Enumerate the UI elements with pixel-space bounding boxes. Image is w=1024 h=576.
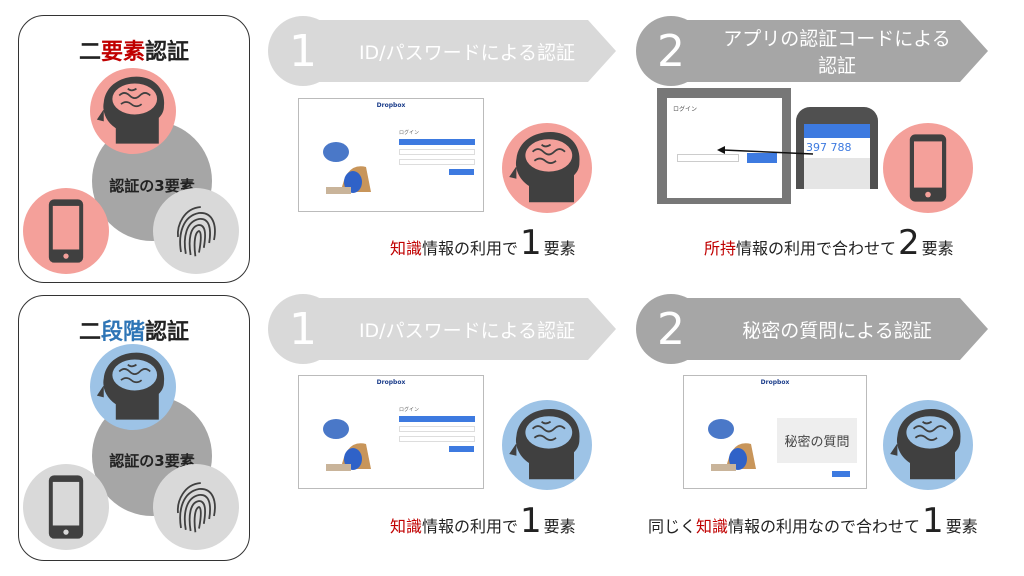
title-part: 認証 [145, 320, 190, 345]
step-2-banner: 2 秘密の質問による認証 [636, 294, 988, 364]
smartphone-icon [907, 133, 949, 203]
step-number: 1 [268, 294, 338, 364]
caption-prefix: 同じく [648, 517, 697, 536]
dropbox-logo: Dropbox [376, 101, 406, 109]
caption-count: 1 [922, 501, 944, 541]
caption-suffix: 要素 [921, 239, 954, 258]
title-highlight: 段階 [100, 320, 145, 345]
caption-text: 情報の利用で [422, 517, 519, 536]
caption-count: 1 [520, 501, 542, 541]
step-1-banner: 1 ID/パスワードによる認証 [268, 294, 616, 364]
login-title: ログイン [399, 130, 420, 136]
two-step-panel: 二段階認証 認証の3要素 [18, 295, 250, 561]
dialog-title: ログイン [673, 106, 698, 113]
caption-text: 情報の利用で [422, 239, 519, 258]
title-highlight: 要素 [100, 40, 145, 65]
caption-highlight: 知識 [390, 517, 423, 536]
caption-suffix: 要素 [543, 239, 576, 258]
knowledge-circle [90, 344, 176, 430]
login-title: ログイン [399, 407, 420, 413]
fingerprint-icon [166, 201, 226, 261]
caption-suffix: 要素 [945, 517, 978, 536]
dropbox-login-screenshot: Dropbox ログイン [298, 98, 484, 212]
step-number: 1 [268, 16, 338, 86]
step-label: ID/パスワードによる認証 [358, 41, 576, 64]
caption-highlight: 所持 [704, 239, 737, 258]
head-brain-icon [90, 68, 176, 154]
title-part: 認証 [145, 40, 190, 65]
smartphone-icon [46, 474, 86, 540]
step-label: 秘密の質問による認証 [742, 319, 932, 342]
caption-text: 情報の利用なので合わせて [728, 517, 921, 536]
dropbox-logo: Dropbox [760, 378, 790, 386]
knowledge-circle [502, 400, 592, 490]
center-label: 認証の3要素 [109, 176, 195, 195]
inherence-circle [153, 188, 239, 274]
secret-question-screenshot: Dropbox 秘密の質問 [683, 375, 867, 489]
two-factor-title: 二要素認証 [19, 34, 249, 66]
step-number: 2 [636, 294, 706, 364]
caption-highlight: 知識 [696, 517, 729, 536]
caption-count: 1 [520, 223, 542, 263]
step-label: ID/パスワードによる認証 [358, 319, 576, 342]
illustration [323, 142, 371, 194]
possession-circle [883, 123, 973, 213]
secret-question-label: 秘密の質問 [777, 418, 857, 463]
center-label: 認証の3要素 [109, 451, 195, 470]
submit-button[interactable] [747, 153, 777, 163]
head-brain-icon [502, 123, 592, 213]
step-2-banner: 2 アプリの認証コードによる認証 [636, 16, 988, 86]
fingerprint-icon [166, 477, 226, 537]
two-factor-panel: 二要素認証 認証の3要素 [18, 15, 250, 283]
step-label: アプリの認証コードによる認証 [723, 28, 951, 77]
smartphone-icon [46, 198, 86, 264]
head-brain-icon [502, 400, 592, 490]
title-part: 二 [78, 320, 101, 345]
knowledge-circle [502, 123, 592, 213]
authenticator-phone: 397 788 [796, 107, 878, 189]
code-input[interactable] [677, 154, 739, 162]
head-brain-icon [90, 344, 176, 430]
illustration [708, 419, 756, 471]
illustration [323, 419, 371, 471]
title-part: 二 [78, 40, 101, 65]
dropbox-logo: Dropbox [376, 378, 406, 386]
code-dialog-screenshot: ログイン [657, 88, 791, 204]
inherence-circle [153, 464, 239, 550]
caption-highlight: 知識 [390, 239, 423, 258]
caption-count: 2 [898, 223, 920, 263]
arrow-icon [717, 146, 814, 155]
possession-circle [23, 188, 109, 274]
knowledge-circle [90, 68, 176, 154]
head-brain-icon [883, 400, 973, 490]
step-1-banner: 1 ID/パスワードによる認証 [268, 16, 616, 86]
caption-suffix: 要素 [543, 517, 576, 536]
caption-text: 情報の利用で合わせて [736, 239, 897, 258]
two-step-title: 二段階認証 [19, 314, 249, 346]
otp-code: 397 788 [804, 138, 870, 158]
step-number: 2 [636, 16, 706, 86]
possession-circle [23, 464, 109, 550]
knowledge-circle [883, 400, 973, 490]
dropbox-login-screenshot: Dropbox ログイン [298, 375, 484, 489]
